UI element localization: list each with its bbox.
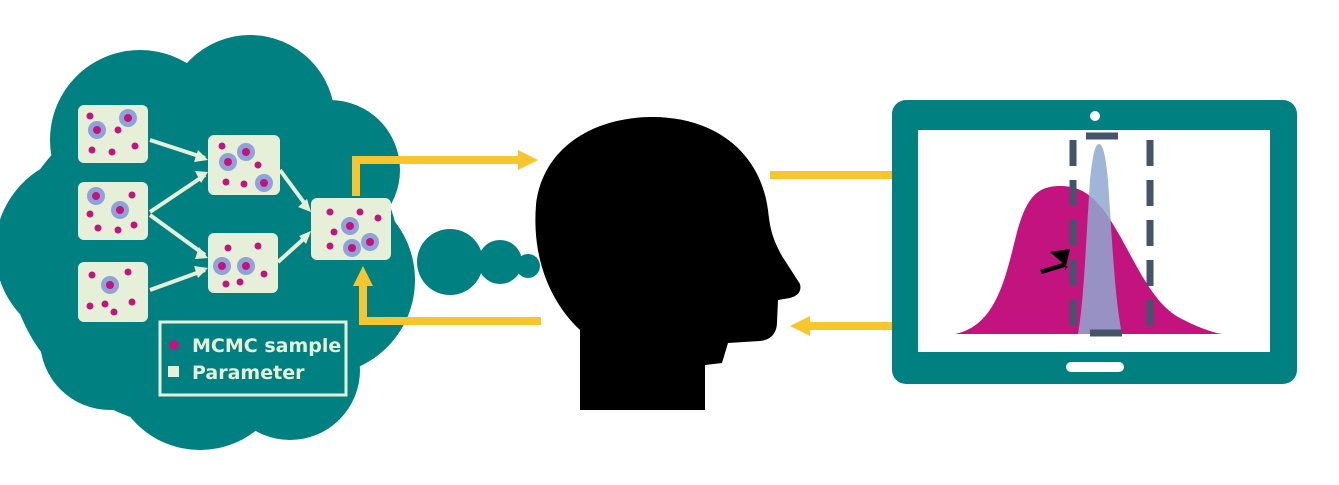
parameter-node bbox=[78, 262, 148, 322]
tablet-camera bbox=[1090, 111, 1100, 121]
parameter-marker bbox=[168, 366, 179, 377]
parameter-node bbox=[78, 182, 148, 240]
tablet-icon bbox=[892, 100, 1297, 384]
network-edges bbox=[148, 138, 310, 292]
mcmc-sample-marker bbox=[169, 340, 179, 350]
human-head-icon bbox=[535, 116, 801, 410]
parameter-node bbox=[311, 198, 391, 260]
tablet-home-button bbox=[1066, 362, 1124, 372]
legend-label-mcmc-sample: MCMC sample bbox=[192, 335, 341, 357]
parameter-node bbox=[78, 105, 148, 163]
thought-cloud-icon bbox=[0, 35, 540, 450]
selection-bracket bbox=[1069, 132, 1154, 337]
legend-label-parameter: Parameter bbox=[192, 362, 305, 384]
cursor-arrow-icon bbox=[1040, 249, 1070, 274]
parameter-node bbox=[208, 135, 280, 195]
distribution-curve-narrow bbox=[1078, 144, 1122, 334]
parameter-node bbox=[208, 233, 278, 293]
legend: MCMC sample Parameter bbox=[158, 320, 348, 397]
network-arrowheads bbox=[194, 150, 311, 278]
